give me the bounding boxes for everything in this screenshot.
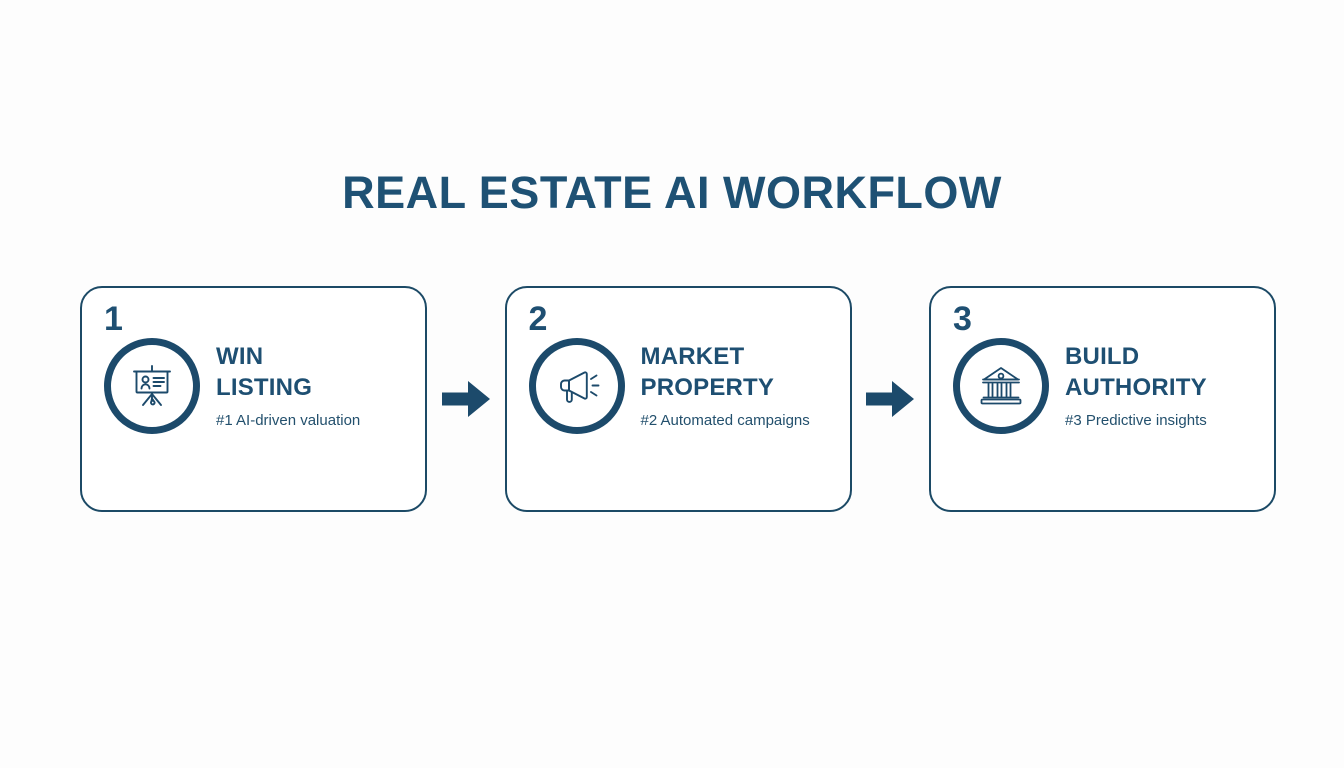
step-card-3[interactable]: 3 bbox=[929, 286, 1276, 512]
arrow-right-icon bbox=[864, 379, 916, 419]
step-subtitle: #3 Predictive insights bbox=[1065, 412, 1207, 430]
arrow-connector-2 bbox=[860, 376, 920, 422]
step-text-block: MARKET PROPERTY #2 Automated campaigns bbox=[641, 342, 810, 430]
step-subtitle: #2 Automated campaigns bbox=[640, 412, 810, 430]
page-title: REAL ESTATE AI WORKFLOW bbox=[342, 167, 1002, 218]
step-number-badge: 1 bbox=[104, 300, 123, 338]
step-text-block: BUILD AUTHORITY #3 Predictive insights bbox=[1065, 342, 1207, 430]
step-card-1[interactable]: 1 bbox=[80, 286, 427, 512]
presentation-board-icon bbox=[126, 360, 178, 412]
arrow-connector-1 bbox=[436, 376, 496, 422]
step-icon-ring bbox=[953, 338, 1049, 434]
step-heading: MARKET PROPERTY bbox=[640, 342, 775, 401]
step-card-2[interactable]: 2 bbox=[504, 286, 852, 512]
megaphone-icon bbox=[551, 360, 603, 412]
workflow-steps-row: 1 bbox=[80, 286, 1276, 512]
step-heading: WIN LISTING bbox=[216, 342, 313, 401]
step-text-block: WIN LISTING #1 AI-driven valuation bbox=[216, 342, 360, 430]
bank-building-icon bbox=[975, 360, 1027, 412]
arrow-right-icon bbox=[440, 379, 492, 419]
step-card-body: WIN LISTING #1 AI-driven valuation bbox=[104, 338, 411, 434]
step-number-badge: 2 bbox=[528, 300, 548, 338]
step-number-badge: 3 bbox=[953, 300, 972, 338]
step-card-body: BUILD AUTHORITY #3 Predictive insights bbox=[953, 338, 1260, 434]
step-card-body: MARKET PROPERTY #2 Automated campaigns bbox=[528, 338, 836, 434]
step-heading: BUILD AUTHORITY bbox=[1065, 342, 1207, 401]
step-icon-ring bbox=[104, 338, 200, 434]
step-subtitle: #1 AI-driven valuation bbox=[216, 412, 361, 430]
step-icon-ring bbox=[528, 338, 625, 434]
